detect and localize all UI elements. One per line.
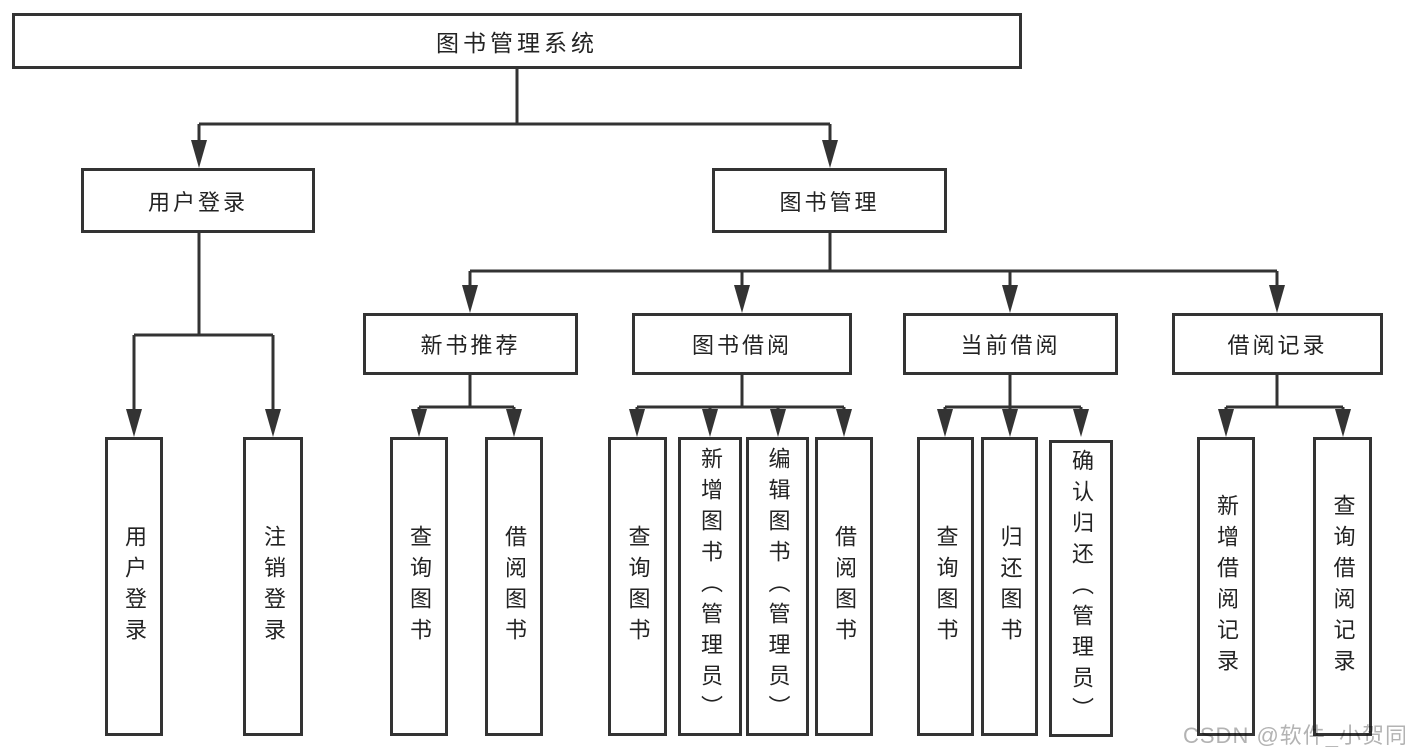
leaf-bb-borrow-books: 借阅图书 <box>815 437 873 736</box>
leaf-cb-return-books: 归还图书 <box>981 437 1038 736</box>
leaf-nb-borrow-books: 借阅图书 <box>485 437 543 736</box>
leaf-user-login: 用户登录 <box>105 437 163 736</box>
node-user-login: 用户登录 <box>81 168 315 233</box>
arrowheads <box>126 140 1351 437</box>
node-book-borrow: 图书借阅 <box>632 313 852 375</box>
node-library-system: 图书管理系统 <box>12 13 1022 69</box>
leaf-bb-edit-books-admin: 编辑图书（管理员） <box>746 437 809 736</box>
leaf-bb-add-books-admin: 新增图书（管理员） <box>678 437 742 736</box>
node-borrow-record: 借阅记录 <box>1172 313 1383 375</box>
csdn-watermark: CSDN @软件_小贺同学 <box>1183 723 1405 747</box>
node-book-management: 图书管理 <box>712 168 947 233</box>
node-current-borrow: 当前借阅 <box>903 313 1118 375</box>
leaf-cb-confirm-return-admin: 确认归还（管理员） <box>1049 440 1113 737</box>
leaf-nb-query-books: 查询图书 <box>390 437 448 736</box>
leaf-br-add-record: 新增借阅记录 <box>1197 437 1255 736</box>
leaf-bb-query-books: 查询图书 <box>608 437 667 736</box>
node-new-book-recommend: 新书推荐 <box>363 313 578 375</box>
leaf-logout: 注销登录 <box>243 437 303 736</box>
leaf-br-query-record: 查询借阅记录 <box>1313 437 1372 736</box>
leaf-cb-query-books: 查询图书 <box>917 437 974 736</box>
